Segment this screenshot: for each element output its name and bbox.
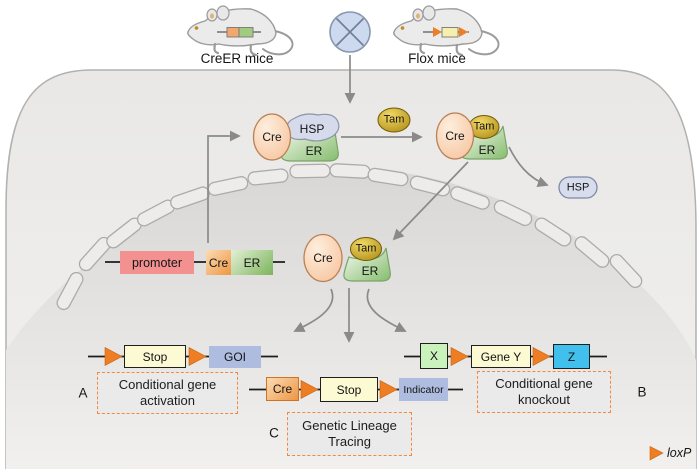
panel-b-letter: B [637,384,647,400]
exon-x-box: X [420,343,448,369]
panel-a-letter: A [78,385,88,401]
panel-c-letter: C [269,425,279,441]
loxp-icon [104,347,123,366]
stop-cassette-box-c: Stop [320,377,378,402]
mouse-eye [194,26,199,30]
released-hsp-label: HSP [566,181,590,194]
complex1-hsp-label: HSP [299,122,325,136]
complex1-er-label: ER [305,144,323,158]
loxp-icon [532,347,551,366]
free-tam-label: Tam [383,113,405,126]
goi-box: GOI [209,346,261,368]
released-hsp [558,176,598,199]
complex3-tam-label: Tam [355,242,377,255]
stop-cassette-box-a: Stop [124,345,186,368]
complex2-er-label: ER [478,143,496,157]
creer-transgene-icon [217,27,261,38]
panel-c-caption: Genetic Lineage Tracing [302,417,397,449]
cre-box-c: Cre [266,377,299,401]
loxp-sites [104,347,664,461]
flox-mouse [393,5,500,57]
er-gene-box: ER [231,250,273,275]
complex3-er-label: ER [361,264,379,278]
flox-allele-icon [423,27,469,38]
indicator-box: Indicator [399,378,448,401]
hsp-release-arrow [508,146,549,187]
loxp-icon [300,380,319,399]
loxp-icon [188,347,207,366]
complex2-cre-label: Cre [445,129,465,143]
gene-y-box: Gene Y [471,345,531,368]
cre-hsp-er-complex [252,113,340,162]
panel-a-caption: Conditional gene activation [118,376,217,408]
fan-right-arrow [366,288,407,332]
cre-tam-er-complex-nucleus [303,233,391,283]
creer-mice-label: CreER mice [200,51,274,66]
nuclear-import-arrow [392,161,469,241]
legend-loxp-icon [649,446,664,461]
complex2-tam-label: Tam [473,120,495,133]
creer-mouse [187,5,294,57]
panel-a-caption-box: Conditional gene activation [97,372,238,414]
complex1-cre-label: Cre [262,130,282,144]
loxp-icon [379,380,398,399]
panel-b-caption-box: Conditional gene knockout [477,371,611,413]
cre-gene-box: Cre [206,250,231,275]
legend-loxp-label: loxP [667,446,692,460]
flox-mice-label: Flox mice [408,51,466,66]
nuclear-envelope [56,163,643,311]
mouse-eye [400,26,405,30]
flow-arrows [207,55,549,343]
panel-c-caption-box: Genetic Lineage Tracing [287,412,412,456]
loxp-icon [450,347,469,366]
panel-b-caption: Conditional gene knockout [495,375,593,407]
transcription-arrow [207,130,241,243]
promoter-box: promoter [120,251,194,274]
breeding-cross-icon [329,11,371,53]
tamoxifen-molecule [377,107,411,133]
fan-left-arrow [293,288,334,332]
exon-z-box: Z [553,344,590,369]
cre-tam-er-complex-cytoplasm [435,112,508,160]
complex3-cre-label: Cre [313,251,333,265]
